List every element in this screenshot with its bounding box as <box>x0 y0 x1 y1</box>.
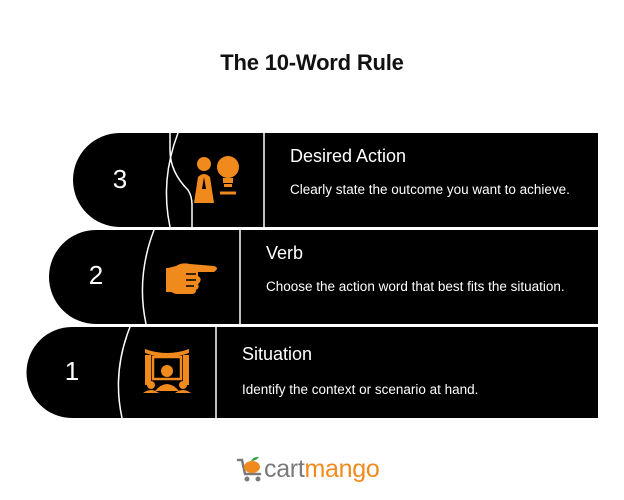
step-1-number-separator <box>117 326 131 419</box>
step-2-title: Verb <box>266 243 304 263</box>
step-1-title: Situation <box>242 344 313 364</box>
step-1-band <box>26 326 599 419</box>
audience-presentation-icon <box>143 349 191 393</box>
diagram-title: The 10-Word Rule <box>220 50 404 75</box>
pointing-hand-icon <box>166 263 217 294</box>
step-2-number-separator <box>141 229 155 325</box>
step-2-number: 2 <box>88 260 104 290</box>
step-3-band <box>73 132 598 228</box>
step-3-number: 3 <box>112 164 128 194</box>
step-1-description: Identify the context or scenario at hand… <box>242 382 479 397</box>
logo-text-cart: cart <box>264 455 305 483</box>
step-3-number-separator <box>165 132 179 228</box>
step-3-description: Clearly state the outcome you want to ac… <box>290 182 570 197</box>
person-lightbulb-icon <box>194 156 239 203</box>
mango-cart-icon <box>236 456 262 482</box>
cartmango-logo: cartmango <box>236 452 380 486</box>
step-2-band <box>49 229 598 325</box>
step-2-description: Choose the action word that best fits th… <box>266 279 565 294</box>
step-3-title: Desired Action <box>290 146 407 166</box>
step-1-number: 1 <box>64 356 80 386</box>
logo-text-mango: mango <box>304 455 380 483</box>
logo-text: cartmango <box>264 454 380 484</box>
